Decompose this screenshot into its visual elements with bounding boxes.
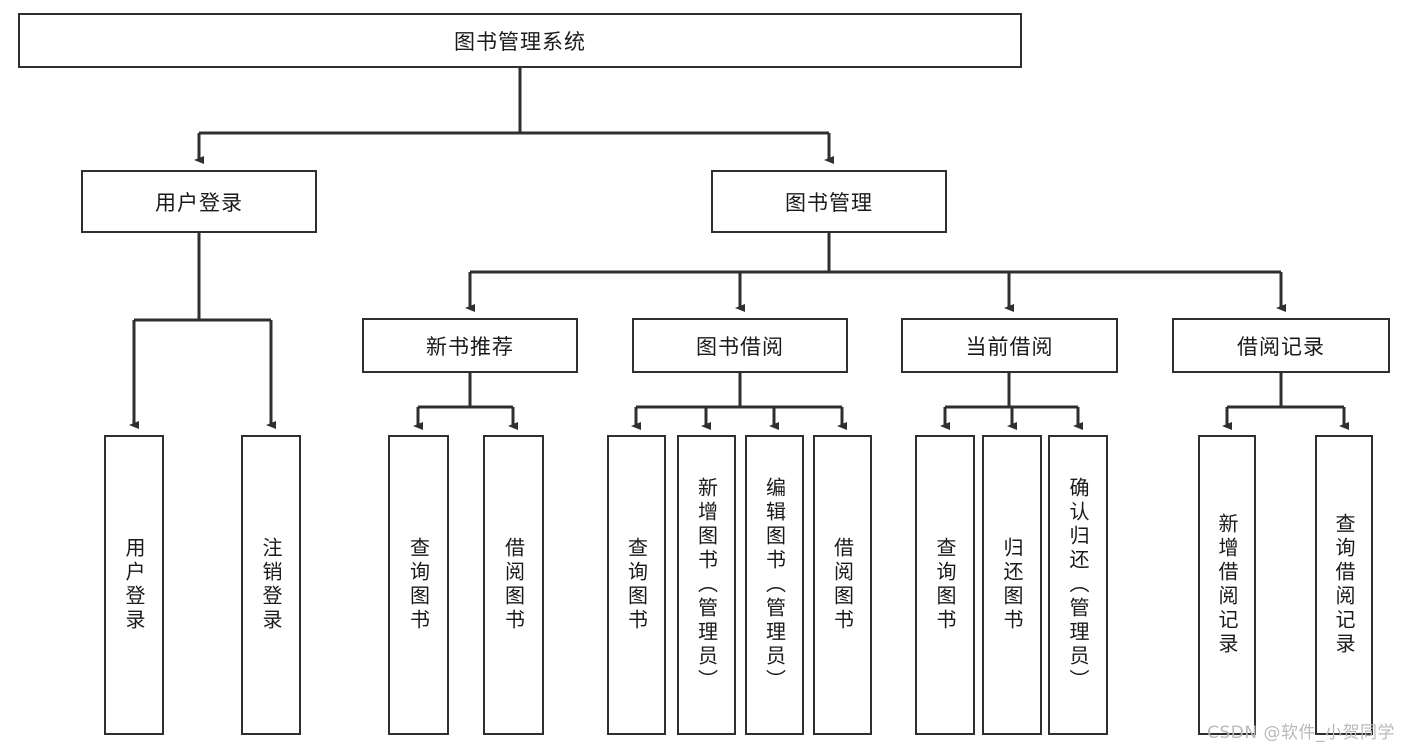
node-recommend-query-book-label: 查询图书: [406, 537, 431, 633]
node-current-query-book-label: 查询图书: [933, 537, 957, 633]
node-borrow-record-label: 借阅记录: [1237, 334, 1325, 359]
node-user-login-action-label: 用户登录: [122, 537, 146, 633]
node-current-confirm-return[interactable]: 确认归还（管理员）: [1048, 435, 1108, 735]
node-record-add-label: 新增借阅记录: [1215, 513, 1239, 657]
node-book-borrow-label: 图书借阅: [696, 334, 784, 359]
node-borrow-query-book[interactable]: 查询图书: [607, 435, 666, 735]
node-record-add[interactable]: 新增借阅记录: [1198, 435, 1256, 735]
node-user-login[interactable]: 用户登录: [81, 170, 317, 233]
node-recommend-query-book[interactable]: 查询图书: [388, 435, 449, 735]
node-recommend-borrow-book[interactable]: 借阅图书: [483, 435, 544, 735]
node-borrow-borrow-book-label: 借阅图书: [830, 537, 855, 633]
node-root-label: 图书管理系统: [454, 29, 586, 54]
node-record-query-label: 查询借阅记录: [1332, 513, 1356, 657]
node-borrow-query-book-label: 查询图书: [624, 537, 649, 633]
node-current-return-book[interactable]: 归还图书: [982, 435, 1042, 735]
node-borrow-record[interactable]: 借阅记录: [1172, 318, 1390, 373]
edges-root: [194, 68, 834, 164]
edges-book-borrow: [631, 373, 847, 430]
node-new-book-recommend-label: 新书推荐: [426, 334, 514, 359]
node-borrow-edit-book-label: 编辑图书（管理员）: [762, 477, 787, 693]
edges-current-borrow: [940, 373, 1083, 430]
node-borrow-edit-book[interactable]: 编辑图书（管理员）: [745, 435, 804, 735]
node-borrow-borrow-book[interactable]: 借阅图书: [813, 435, 872, 735]
node-borrow-add-book-label: 新增图书（管理员）: [694, 477, 719, 693]
csdn-watermark: CSDN @软件_小贺同学: [1207, 723, 1395, 743]
node-user-logout-action[interactable]: 注销登录: [241, 435, 301, 735]
node-current-borrow[interactable]: 当前借阅: [901, 318, 1118, 373]
node-book-manage-label: 图书管理: [785, 190, 873, 215]
edges-new-book-recommend: [413, 373, 518, 430]
node-current-confirm-return-label: 确认归还（管理员）: [1066, 477, 1090, 693]
node-root[interactable]: 图书管理系统: [18, 13, 1022, 68]
node-current-return-book-label: 归还图书: [1000, 537, 1024, 633]
edges-borrow-record: [1222, 373, 1349, 430]
node-recommend-borrow-book-label: 借阅图书: [501, 537, 526, 633]
node-new-book-recommend[interactable]: 新书推荐: [362, 318, 578, 373]
node-book-borrow[interactable]: 图书借阅: [632, 318, 848, 373]
node-record-query[interactable]: 查询借阅记录: [1315, 435, 1373, 735]
edges-user-login: [129, 233, 276, 429]
node-book-manage[interactable]: 图书管理: [711, 170, 947, 233]
node-current-borrow-label: 当前借阅: [965, 334, 1054, 359]
edges-book-manage: [465, 233, 1286, 312]
node-user-login-label: 用户登录: [155, 190, 243, 215]
node-borrow-add-book[interactable]: 新增图书（管理员）: [677, 435, 736, 735]
node-user-logout-action-label: 注销登录: [259, 537, 283, 633]
node-current-query-book[interactable]: 查询图书: [915, 435, 975, 735]
node-user-login-action[interactable]: 用户登录: [104, 435, 164, 735]
